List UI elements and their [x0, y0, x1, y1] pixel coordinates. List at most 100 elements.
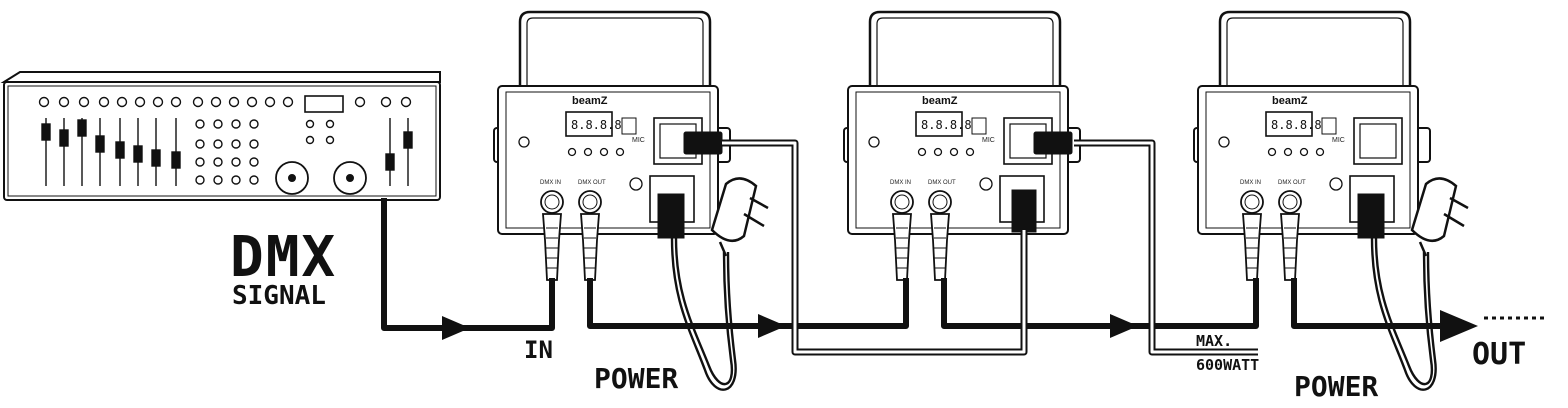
xlr-connector-icon	[580, 213, 600, 281]
dmx-in-label: DMX IN	[1240, 180, 1261, 186]
knob	[116, 96, 128, 108]
button	[213, 175, 223, 185]
knob	[228, 96, 240, 108]
dmx-out-label: DMX OUT	[578, 180, 606, 186]
xlr-connector-icon	[542, 213, 562, 281]
fader-cap	[151, 149, 161, 167]
menu-button	[615, 147, 625, 157]
power-cord	[670, 237, 1437, 391]
led-display: 8.8.8.8	[571, 118, 622, 132]
fader-cap	[385, 153, 395, 171]
arrow-right-icon	[758, 314, 786, 338]
xlr-connector-icon	[930, 213, 950, 281]
menu-button	[933, 147, 943, 157]
arrow-right-icon	[442, 316, 470, 340]
mic-label: MIC	[632, 137, 645, 144]
fader-cap	[171, 151, 181, 169]
dmx-label: DMX	[230, 225, 337, 290]
xlr-connector-icon	[540, 190, 564, 214]
button	[305, 135, 315, 145]
knob	[134, 96, 146, 108]
button	[249, 139, 259, 149]
xlr-connector-icon	[1280, 213, 1300, 281]
fader-cap	[41, 123, 51, 141]
knob	[210, 96, 222, 108]
dmx-out-label: DMX OUT	[1278, 180, 1306, 186]
knob	[152, 96, 164, 108]
led-display: 8.8.8.8	[1271, 118, 1322, 132]
watt-label: 600WATT	[1196, 356, 1259, 374]
button	[213, 157, 223, 167]
dmx-in-label: DMX IN	[890, 180, 911, 186]
menu-button	[949, 147, 959, 157]
knob	[38, 96, 50, 108]
brand-logo: beamZ	[1272, 95, 1308, 107]
button	[305, 119, 315, 129]
fader-cap	[403, 131, 413, 149]
signal-label: SIGNAL	[232, 281, 326, 311]
menu-button	[599, 147, 609, 157]
button	[213, 139, 223, 149]
menu-button	[567, 147, 577, 157]
power-link-connector	[657, 131, 1385, 239]
xlr-connector-icon	[928, 190, 952, 214]
knob	[282, 96, 294, 108]
menu-button	[1283, 147, 1293, 157]
xlr-connector-icon	[578, 190, 602, 214]
button	[195, 157, 205, 167]
xlr-connector-icon	[1242, 213, 1262, 281]
knob	[354, 96, 366, 108]
button	[195, 175, 205, 185]
led-display: 8.8.8.8	[921, 118, 972, 132]
arrow-right-icon	[1440, 310, 1478, 342]
knob	[380, 96, 392, 108]
in-label: IN	[524, 336, 553, 364]
knob	[264, 96, 276, 108]
button	[325, 119, 335, 129]
schuko-plug-icon	[1410, 177, 1469, 257]
brand-logo: beamZ	[922, 95, 958, 107]
button	[249, 119, 259, 129]
dmx-in-label: DMX IN	[540, 180, 561, 186]
menu-button	[583, 147, 593, 157]
brand-logo: beamZ	[572, 95, 608, 107]
power-label-2: POWER	[1294, 370, 1378, 403]
button	[195, 139, 205, 149]
knob	[58, 96, 70, 108]
button	[195, 119, 205, 129]
xlr-connector-icon	[890, 190, 914, 214]
knob	[98, 96, 110, 108]
menu-button	[1315, 147, 1325, 157]
menu-button	[965, 147, 975, 157]
button	[231, 119, 241, 129]
button	[231, 139, 241, 149]
menu-button	[917, 147, 927, 157]
fader-cap	[133, 145, 143, 163]
button	[249, 175, 259, 185]
button	[231, 175, 241, 185]
menu-button	[1299, 147, 1309, 157]
power-label-1: POWER	[594, 362, 678, 395]
button	[249, 157, 259, 167]
fader-cap	[95, 135, 105, 153]
dmx-signal-line	[381, 198, 1548, 331]
mic-label: MIC	[982, 137, 995, 144]
menu-button	[1267, 147, 1277, 157]
knob	[170, 96, 182, 108]
xlr-connector-icon	[892, 213, 912, 281]
schuko-plug-icon	[710, 177, 769, 257]
button	[231, 157, 241, 167]
knob	[400, 96, 412, 108]
xlr-connector-icon	[1240, 190, 1264, 214]
button	[325, 135, 335, 145]
mic-label: MIC	[1332, 137, 1345, 144]
arrow-right-icon	[442, 310, 1478, 342]
dmx-out-label: DMX OUT	[928, 180, 956, 186]
knob	[78, 96, 90, 108]
xlr-connector-icon	[1278, 190, 1302, 214]
power-link-cable	[722, 139, 1258, 356]
